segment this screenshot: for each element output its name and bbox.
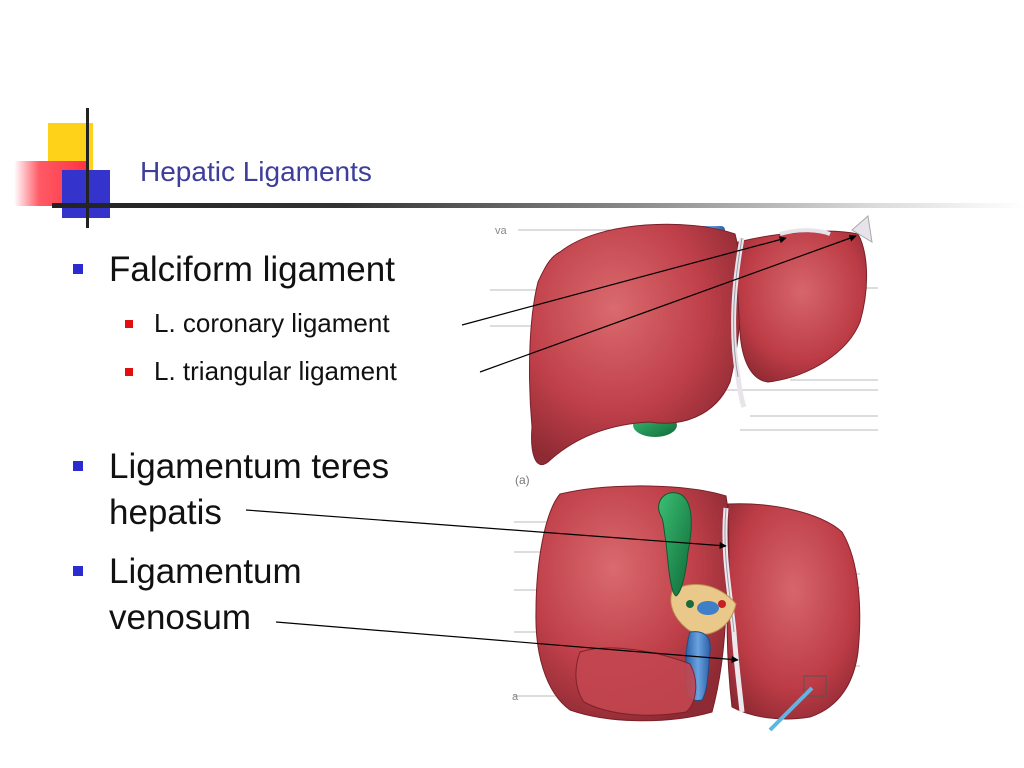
sub-bullet-triangular: L. triangular ligament [125,356,397,386]
panel-label: (a) [515,473,530,487]
bullet-line-2: hepatis [109,493,222,532]
liver-illustration: va (a) [490,215,878,732]
bullet-square-blue [73,264,83,274]
inset-marker [803,675,827,697]
slide-title: Hepatic Ligaments [140,156,372,187]
bullet-square-blue [73,566,83,576]
vertical-rule [86,108,89,228]
bullet-venosum: Ligamentum venosum [73,549,302,641]
bullet-square-blue [73,461,83,471]
bullet-falciform: Falciform ligament [73,247,395,293]
title-underline [52,203,1024,208]
bullet-line-1: Ligamentum teres [109,447,390,486]
left-lobe [736,230,867,383]
bullet-teres: Ligamentum teres hepatis [73,444,390,536]
sub-bullet-text: L. triangular ligament [154,356,397,386]
bullet-line-1: Ligamentum [109,552,302,591]
decorative-blocks [10,108,140,230]
portal-vein [697,601,719,615]
bile-duct [686,600,694,608]
bullet-square-red [125,368,133,376]
fragment-top-label: va [495,225,508,237]
liver-anterior-view [529,215,873,465]
hepatic-artery [718,600,726,608]
bullet-line-2: venosum [109,598,252,637]
probe-line [768,686,814,732]
bullet-square-red [125,320,133,328]
triangular-ligament-tip [851,215,873,243]
bullet-text: Falciform ligament [109,250,395,289]
coronary-ligament [779,228,831,236]
sub-bullet-text: L. coronary ligament [154,308,390,338]
liver-visceral-view [535,485,861,732]
left-lobe-visceral [726,503,861,720]
sub-bullet-coronary: L. coronary ligament [125,308,390,338]
fragment-bottom-label: a [512,691,519,703]
